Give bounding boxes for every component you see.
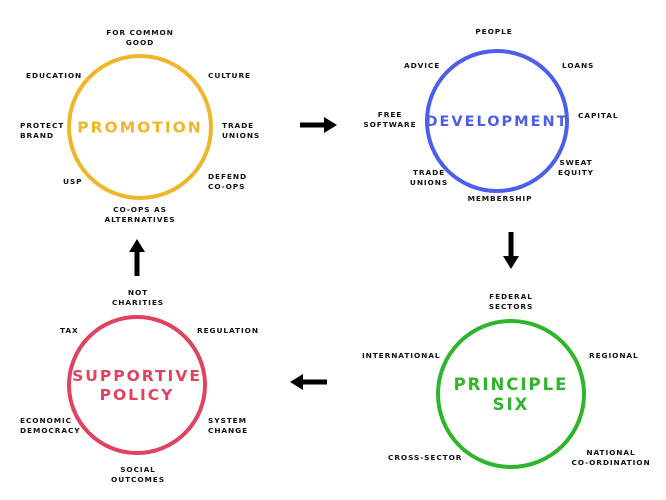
- node-label: TAX: [60, 326, 79, 335]
- supportive-policy-circle: [67, 315, 207, 455]
- node-label: PEOPLE: [475, 27, 512, 36]
- supportive-policy-title: POLICY: [100, 386, 175, 404]
- node-label: INTERNATIONAL: [362, 351, 440, 360]
- node-label: REGULATION: [197, 326, 259, 335]
- arrow-right-icon: [300, 117, 337, 133]
- principle-six-circle: [436, 319, 586, 469]
- node-label: CROSS-SECTOR: [388, 453, 462, 462]
- node-label: USP: [63, 177, 82, 186]
- node-label: ADVICE: [404, 61, 440, 70]
- development-title: DEVELOPMENT: [425, 114, 568, 130]
- principle-six-title: SIX: [493, 395, 530, 414]
- node-label: REGIONAL: [589, 351, 639, 360]
- supportive-policy-title: SUPPORTIVE: [72, 367, 202, 385]
- promotion-circle: [67, 54, 213, 200]
- node-label: EDUCATION: [26, 71, 82, 80]
- development-circle: [425, 49, 569, 193]
- arrow-up-icon: [129, 239, 145, 276]
- principle-six-title: PRINCIPLE: [454, 375, 569, 394]
- arrow-left-icon: [290, 374, 327, 390]
- node-label: CULTURE: [208, 71, 251, 80]
- node-label: LOANS: [562, 61, 594, 70]
- node-label: MEMBERSHIP: [468, 194, 533, 203]
- arrow-down-icon: [503, 232, 519, 269]
- node-label: CAPITAL: [578, 111, 619, 120]
- promotion-title: PROMOTION: [77, 119, 203, 137]
